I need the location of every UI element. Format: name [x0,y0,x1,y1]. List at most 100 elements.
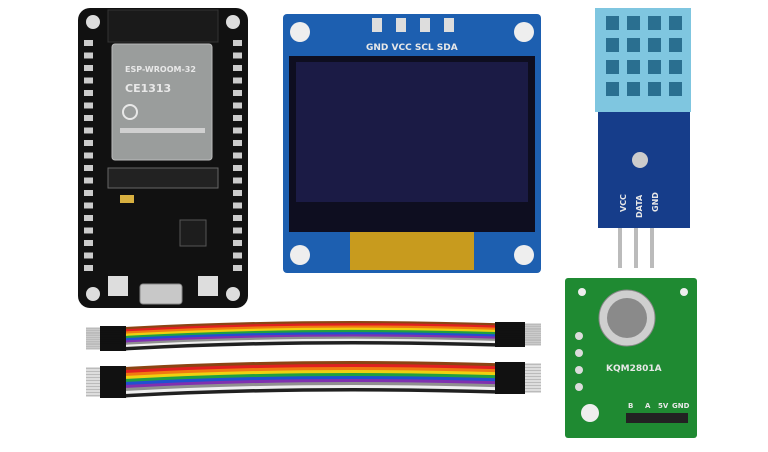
wire-connector [100,378,126,383]
jumper-wire [119,336,501,347]
wire-pin [86,373,100,376]
wire-connector [100,346,126,351]
wire-connector [100,384,126,389]
wire-pin [525,339,541,342]
wire-connector [495,368,525,373]
esp-pin [84,265,93,271]
esp-pin [233,190,242,196]
esp-pin [84,40,93,46]
wire-pin [86,379,100,382]
wire-pin [86,334,100,337]
wire-connector [495,380,525,385]
wire-pin [86,329,100,332]
esp-pin [84,240,93,246]
jumper-wire [119,334,501,345]
vent-hole [648,60,661,74]
jumper-wire [119,379,501,389]
jumper-wire [119,370,501,380]
oled-display-module: GND VCC SCL SDA [283,14,541,273]
wire-connector [495,374,525,379]
wire-pin [86,327,100,330]
wire-connector [495,386,525,391]
vent-hole [669,16,682,30]
jumper-wire [119,388,501,398]
wire-pin [86,376,100,379]
wire-pin [86,370,100,373]
esp-pin [233,240,242,246]
wire-pin [86,347,100,350]
wire-pin [525,375,541,378]
jumper-wire [119,321,501,331]
wire-pin [86,394,100,397]
oled-header-pins [372,18,454,32]
esp-pin [233,265,242,271]
boot-button [108,276,128,296]
esp-pin [84,52,93,59]
esp-pin [233,177,242,184]
en-button [198,276,218,296]
esp-pin [84,215,93,221]
esp-pin [233,140,242,146]
esp-pin [84,65,93,71]
oled-screen [296,62,528,202]
esp-wroom-module [111,43,213,161]
vent-hole [669,60,682,74]
wire-pin [86,331,100,334]
wire-pin [525,327,541,330]
wire-connector [100,366,126,371]
esp-pin [84,102,93,109]
vent-hole [627,60,640,74]
wire-pin [86,388,100,391]
wire-pin [525,343,541,346]
jumper-wire [119,364,501,374]
wire-pin [525,332,541,335]
vent-hole [648,82,661,96]
wire-pin [525,325,541,328]
jumper-wire [119,338,501,349]
model-label: KQM2801A [606,364,662,374]
wire-pin [525,369,541,372]
wire-connector [100,381,126,386]
jumper-wire [119,323,501,333]
wire-pin [525,372,541,375]
pin-label-vcc: VCC [619,194,628,212]
wire-pin [86,336,100,339]
module-name: ESP-WROOM-32 [125,65,196,74]
wire-pin [525,390,541,393]
pin-label-b: B [628,402,633,410]
wire-pin [525,363,541,366]
wire-connector [495,365,525,370]
oled-pin-labels: GND VCC SCL SDA [366,43,458,53]
esp-pin [233,65,242,71]
wire-connector [100,369,126,374]
jumper-wire [119,385,501,395]
vent-hole [648,38,661,52]
pin-label-a: A [645,402,651,410]
jumper-wire [119,325,501,336]
jumper-wire [119,327,501,338]
wire-pin [525,330,541,333]
vent-hole [606,60,619,74]
esp-pin [84,252,93,259]
vent-hole [606,16,619,30]
wire-pin [525,366,541,369]
wire-pin [86,391,100,394]
flex-ribbon [350,232,474,270]
esp-pin [84,115,93,121]
vent-hole [648,16,661,30]
wire-connector [495,371,525,376]
esp-pin [84,77,93,84]
wire-connector [495,389,525,394]
esp-pin [233,52,242,59]
wire-pin [525,341,541,344]
wire-pin [86,382,100,385]
esp-pin [233,227,242,234]
vent-hole [627,38,640,52]
wire-pin [86,343,100,346]
jumper-wire [119,332,501,342]
wire-pin [86,345,100,348]
wire-pin [86,338,100,341]
micro-usb-port [139,283,183,305]
wire-connector [100,387,126,392]
